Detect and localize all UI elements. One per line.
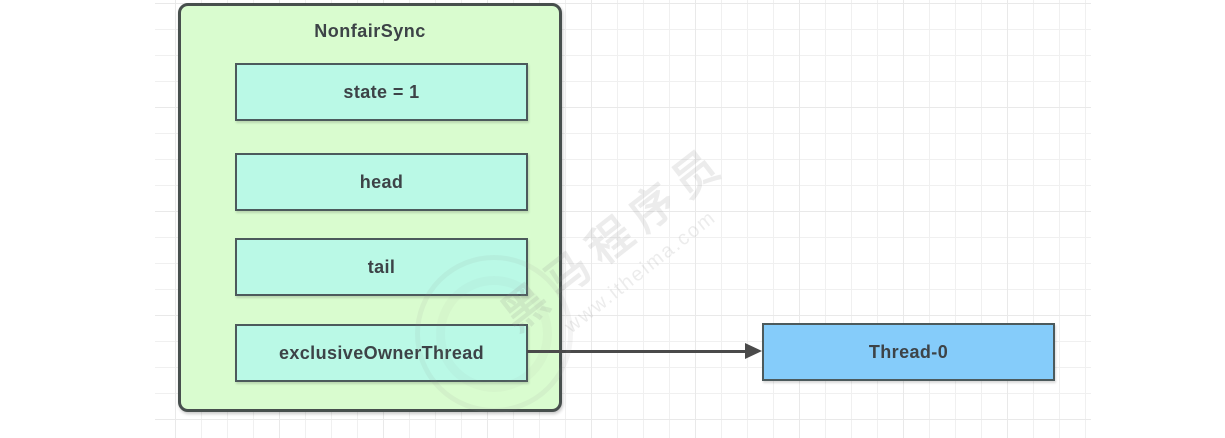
field-tail: tail — [235, 238, 528, 296]
arrowhead-icon — [745, 343, 762, 359]
field-state: state = 1 — [235, 63, 528, 121]
node-nonfairsync: NonfairSync state = 1 head tail exclusiv… — [178, 3, 562, 412]
node-title: NonfairSync — [314, 21, 426, 41]
thread-label: Thread-0 — [868, 341, 949, 362]
field-head: head — [235, 153, 528, 211]
field-exclusive-owner-thread: exclusiveOwnerThread — [235, 324, 528, 382]
owner-arrow-line — [527, 350, 747, 353]
node-thread-0: Thread-0 — [762, 323, 1055, 381]
